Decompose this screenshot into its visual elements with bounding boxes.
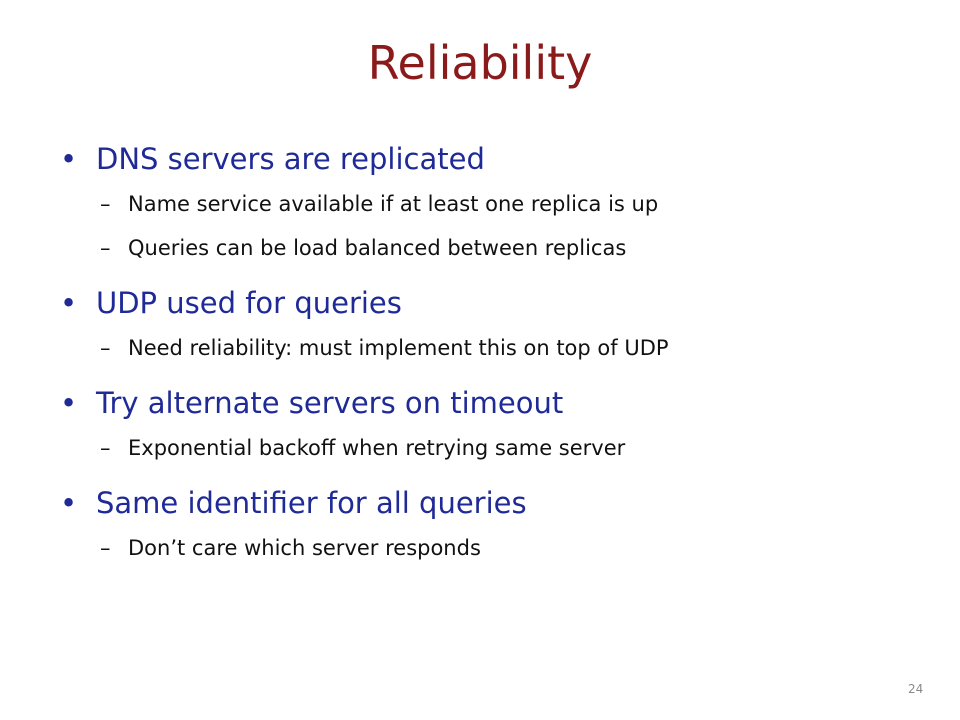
dash-icon: –: [100, 436, 111, 460]
sub-bullet-text: Exponential backoff when retrying same s…: [128, 436, 626, 460]
bullet-dot-icon: •: [60, 486, 78, 520]
bullet-dot-icon: •: [60, 286, 78, 320]
dash-icon: –: [100, 236, 111, 260]
bullet-text: DNS servers are replicated: [96, 142, 485, 176]
bullet-item: • Try alternate servers on timeout – Exp…: [60, 380, 940, 470]
sub-bullet-text: Need reliability: must implement this on…: [128, 336, 669, 360]
bullet-item: • UDP used for queries – Need reliabilit…: [60, 280, 940, 370]
page-number: 24: [908, 682, 924, 696]
sub-bullet-list: – Need reliability: must implement this …: [60, 326, 940, 370]
sub-bullet: – Queries can be load balanced between r…: [60, 226, 940, 270]
dash-icon: –: [100, 192, 111, 216]
bullet-row: • Try alternate servers on timeout: [60, 380, 940, 426]
bullet-text: Same identifier for all queries: [96, 486, 527, 520]
slide-title: Reliability: [367, 36, 593, 90]
sub-bullet-text: Don’t care which server responds: [128, 536, 481, 560]
sub-bullet-list: – Exponential backoff when retrying same…: [60, 426, 940, 470]
sub-bullet-list: – Name service available if at least one…: [60, 182, 940, 270]
sub-bullet-text: Queries can be load balanced between rep…: [128, 236, 627, 260]
sub-bullet: – Exponential backoff when retrying same…: [60, 426, 940, 470]
bullet-dot-icon: •: [60, 386, 78, 420]
bullet-dot-icon: •: [60, 142, 78, 176]
sub-bullet-list: – Don’t care which server responds: [60, 526, 940, 570]
bullet-item: • Same identifier for all queries – Don’…: [60, 480, 940, 570]
bullet-row: • Same identifier for all queries: [60, 480, 940, 526]
bullet-text: UDP used for queries: [96, 286, 402, 320]
bullet-text: Try alternate servers on timeout: [96, 386, 564, 420]
dash-icon: –: [100, 336, 111, 360]
bullet-item: • DNS servers are replicated – Name serv…: [60, 136, 940, 270]
sub-bullet: – Don’t care which server responds: [60, 526, 940, 570]
bullet-row: • DNS servers are replicated: [60, 136, 940, 182]
sub-bullet-text: Name service available if at least one r…: [128, 192, 659, 216]
sub-bullet: – Need reliability: must implement this …: [60, 326, 940, 370]
bullet-list: • DNS servers are replicated – Name serv…: [60, 136, 940, 580]
dash-icon: –: [100, 536, 111, 560]
sub-bullet: – Name service available if at least one…: [60, 182, 940, 226]
bullet-row: • UDP used for queries: [60, 280, 940, 326]
